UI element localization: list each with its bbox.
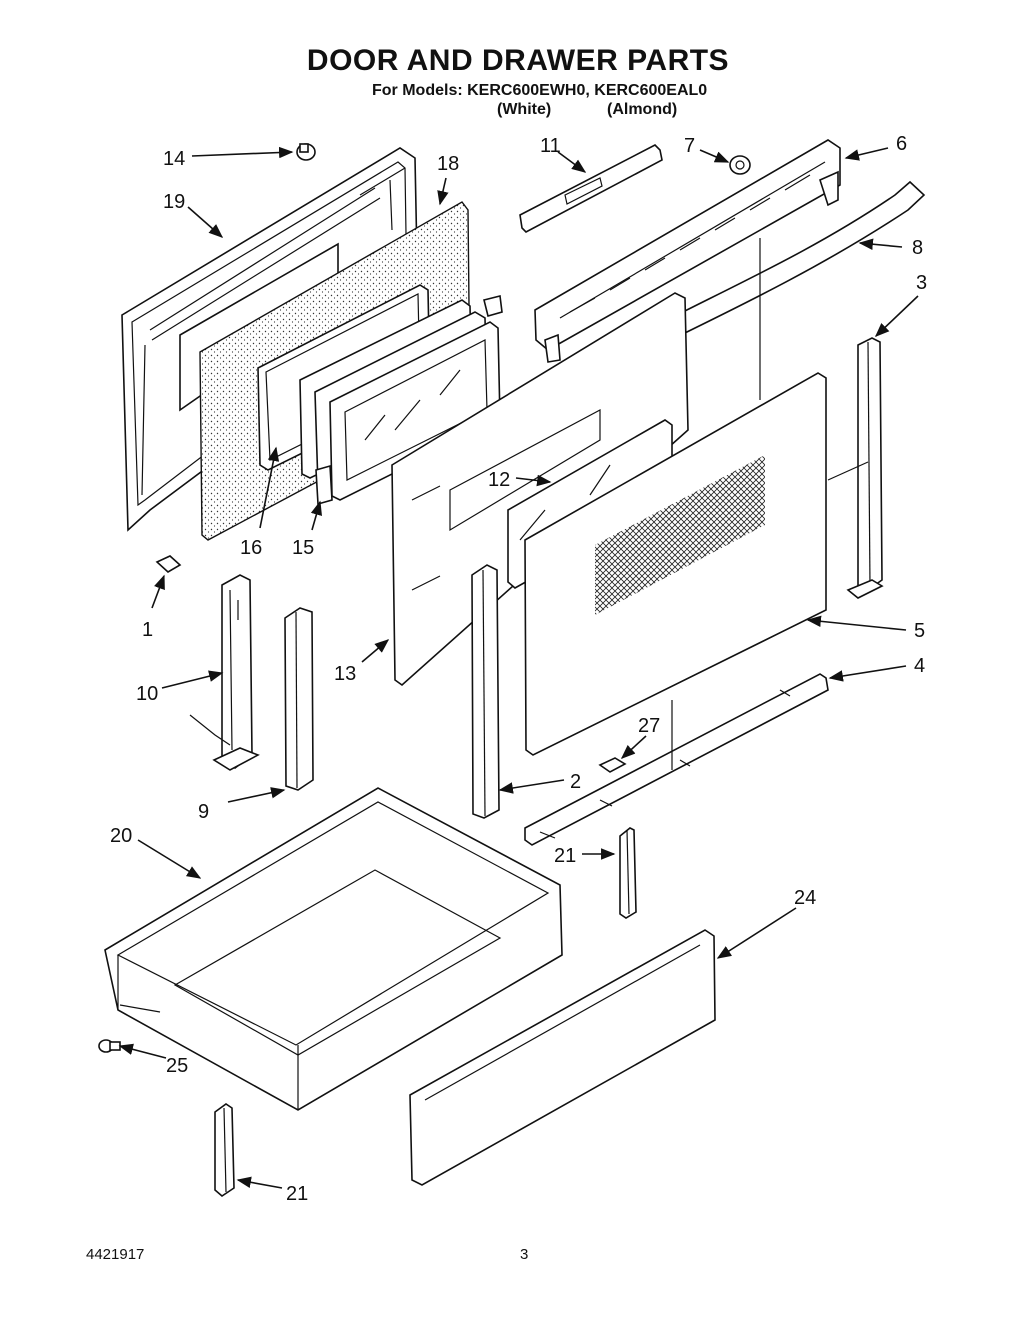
label-part-1: 1 (142, 619, 153, 641)
models-line: For Models: KERC600EWH0, KERC600EAL0 (372, 82, 708, 99)
label-part-11: 11 (540, 135, 561, 157)
variant-almond: (Almond) (607, 101, 678, 118)
label-part-8: 8 (912, 237, 923, 259)
part-number-labels: 14 19 18 11 7 6 8 3 16 15 1 12 5 4 10 13… (110, 133, 927, 1205)
bracket-part-11 (519, 144, 663, 233)
drawer-body-part-20 (104, 787, 563, 1111)
leader-lines (118, 146, 919, 1189)
drawer-slide-part-21-upper (619, 827, 637, 919)
vent-trim-part-6 (534, 139, 841, 363)
label-part-24: 24 (794, 887, 816, 909)
page-title: DOOR AND DRAWER PARTS (306, 44, 730, 77)
label-part-14: 14 (163, 148, 185, 170)
outer-door-panel-part-5 (524, 372, 827, 756)
label-part-4: 4 (914, 655, 925, 677)
variant-white: (White) (497, 101, 552, 118)
label-part-5: 5 (914, 620, 925, 642)
drawer-slide-part-21-lower (214, 1103, 235, 1198)
label-part-18: 18 (437, 153, 459, 175)
side-trim-part-9 (284, 607, 314, 791)
label-part-21-lower: 21 (286, 1183, 308, 1205)
label-part-10: 10 (136, 683, 158, 705)
label-part-6: 6 (896, 133, 907, 155)
label-part-3: 3 (916, 272, 927, 294)
label-part-7: 7 (684, 135, 695, 157)
page-number: 3 (520, 1246, 529, 1263)
label-part-20: 20 (110, 825, 132, 847)
bottom-trim-part-4 (524, 673, 829, 846)
door-handle-part-8 (618, 180, 926, 362)
screw-part-14 (296, 143, 316, 161)
side-trim-part-2 (471, 564, 500, 819)
label-part-12: 12 (488, 469, 510, 491)
label-part-16: 16 (240, 537, 262, 559)
label-part-13: 13 (334, 663, 356, 685)
screw-part-25 (98, 1039, 121, 1053)
label-part-19: 19 (163, 191, 185, 213)
label-part-25: 25 (166, 1055, 188, 1077)
clip-part-1 (155, 555, 182, 573)
bumper-part-7 (729, 155, 751, 175)
label-part-21-upper: 21 (554, 845, 576, 867)
clip-part-27 (598, 757, 627, 773)
label-part-2: 2 (570, 771, 581, 793)
label-part-9: 9 (198, 801, 209, 823)
label-part-15: 15 (292, 537, 314, 559)
inner-door-panel-part-13 (391, 292, 689, 687)
side-trim-part-3 (846, 337, 884, 599)
drawer-front-panel-part-24 (409, 929, 716, 1186)
doc-number: 4421917 (86, 1246, 145, 1263)
hinge-part-10 (189, 574, 260, 771)
label-part-27: 27 (638, 715, 660, 737)
glass-pack-part-15 (299, 295, 503, 506)
